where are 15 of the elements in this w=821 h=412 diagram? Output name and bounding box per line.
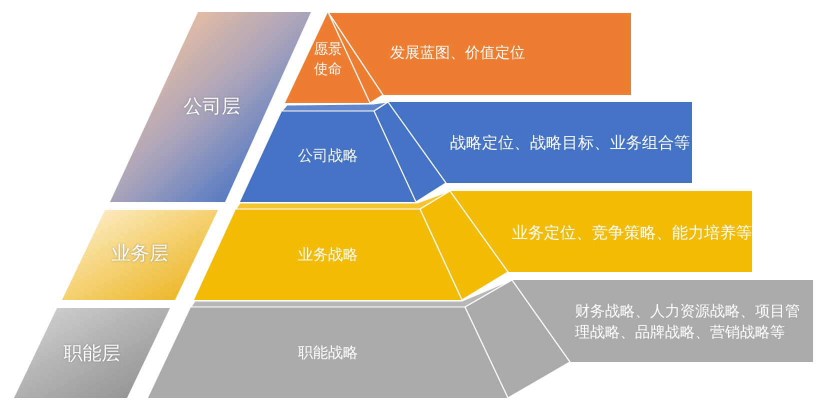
tier-label: 愿景使命: [313, 41, 343, 79]
tier-label: 公司战略: [298, 147, 358, 166]
tier-label: 职能战略: [298, 344, 358, 364]
description-text: 发展蓝图、价值定位: [390, 44, 525, 64]
layer-label: 职能层: [64, 342, 120, 367]
description-text: 业务定位、竞争策略、能力培养等: [512, 224, 752, 244]
pyramid-tier: [240, 102, 446, 202]
pyramid-tier: [285, 12, 383, 103]
layer-label: 业务层: [112, 242, 168, 267]
description-text: 财务战略、人力资源战略、项目管理战略、品牌战略、营销战略等: [575, 302, 801, 343]
layer-parallelogram: [14, 308, 170, 398]
tier-label: 业务战略: [298, 246, 358, 266]
layer-parallelogram: [62, 210, 218, 300]
description-text: 战略定位、战略目标、业务组合等: [450, 134, 690, 154]
layer-label: 公司层: [184, 96, 240, 120]
